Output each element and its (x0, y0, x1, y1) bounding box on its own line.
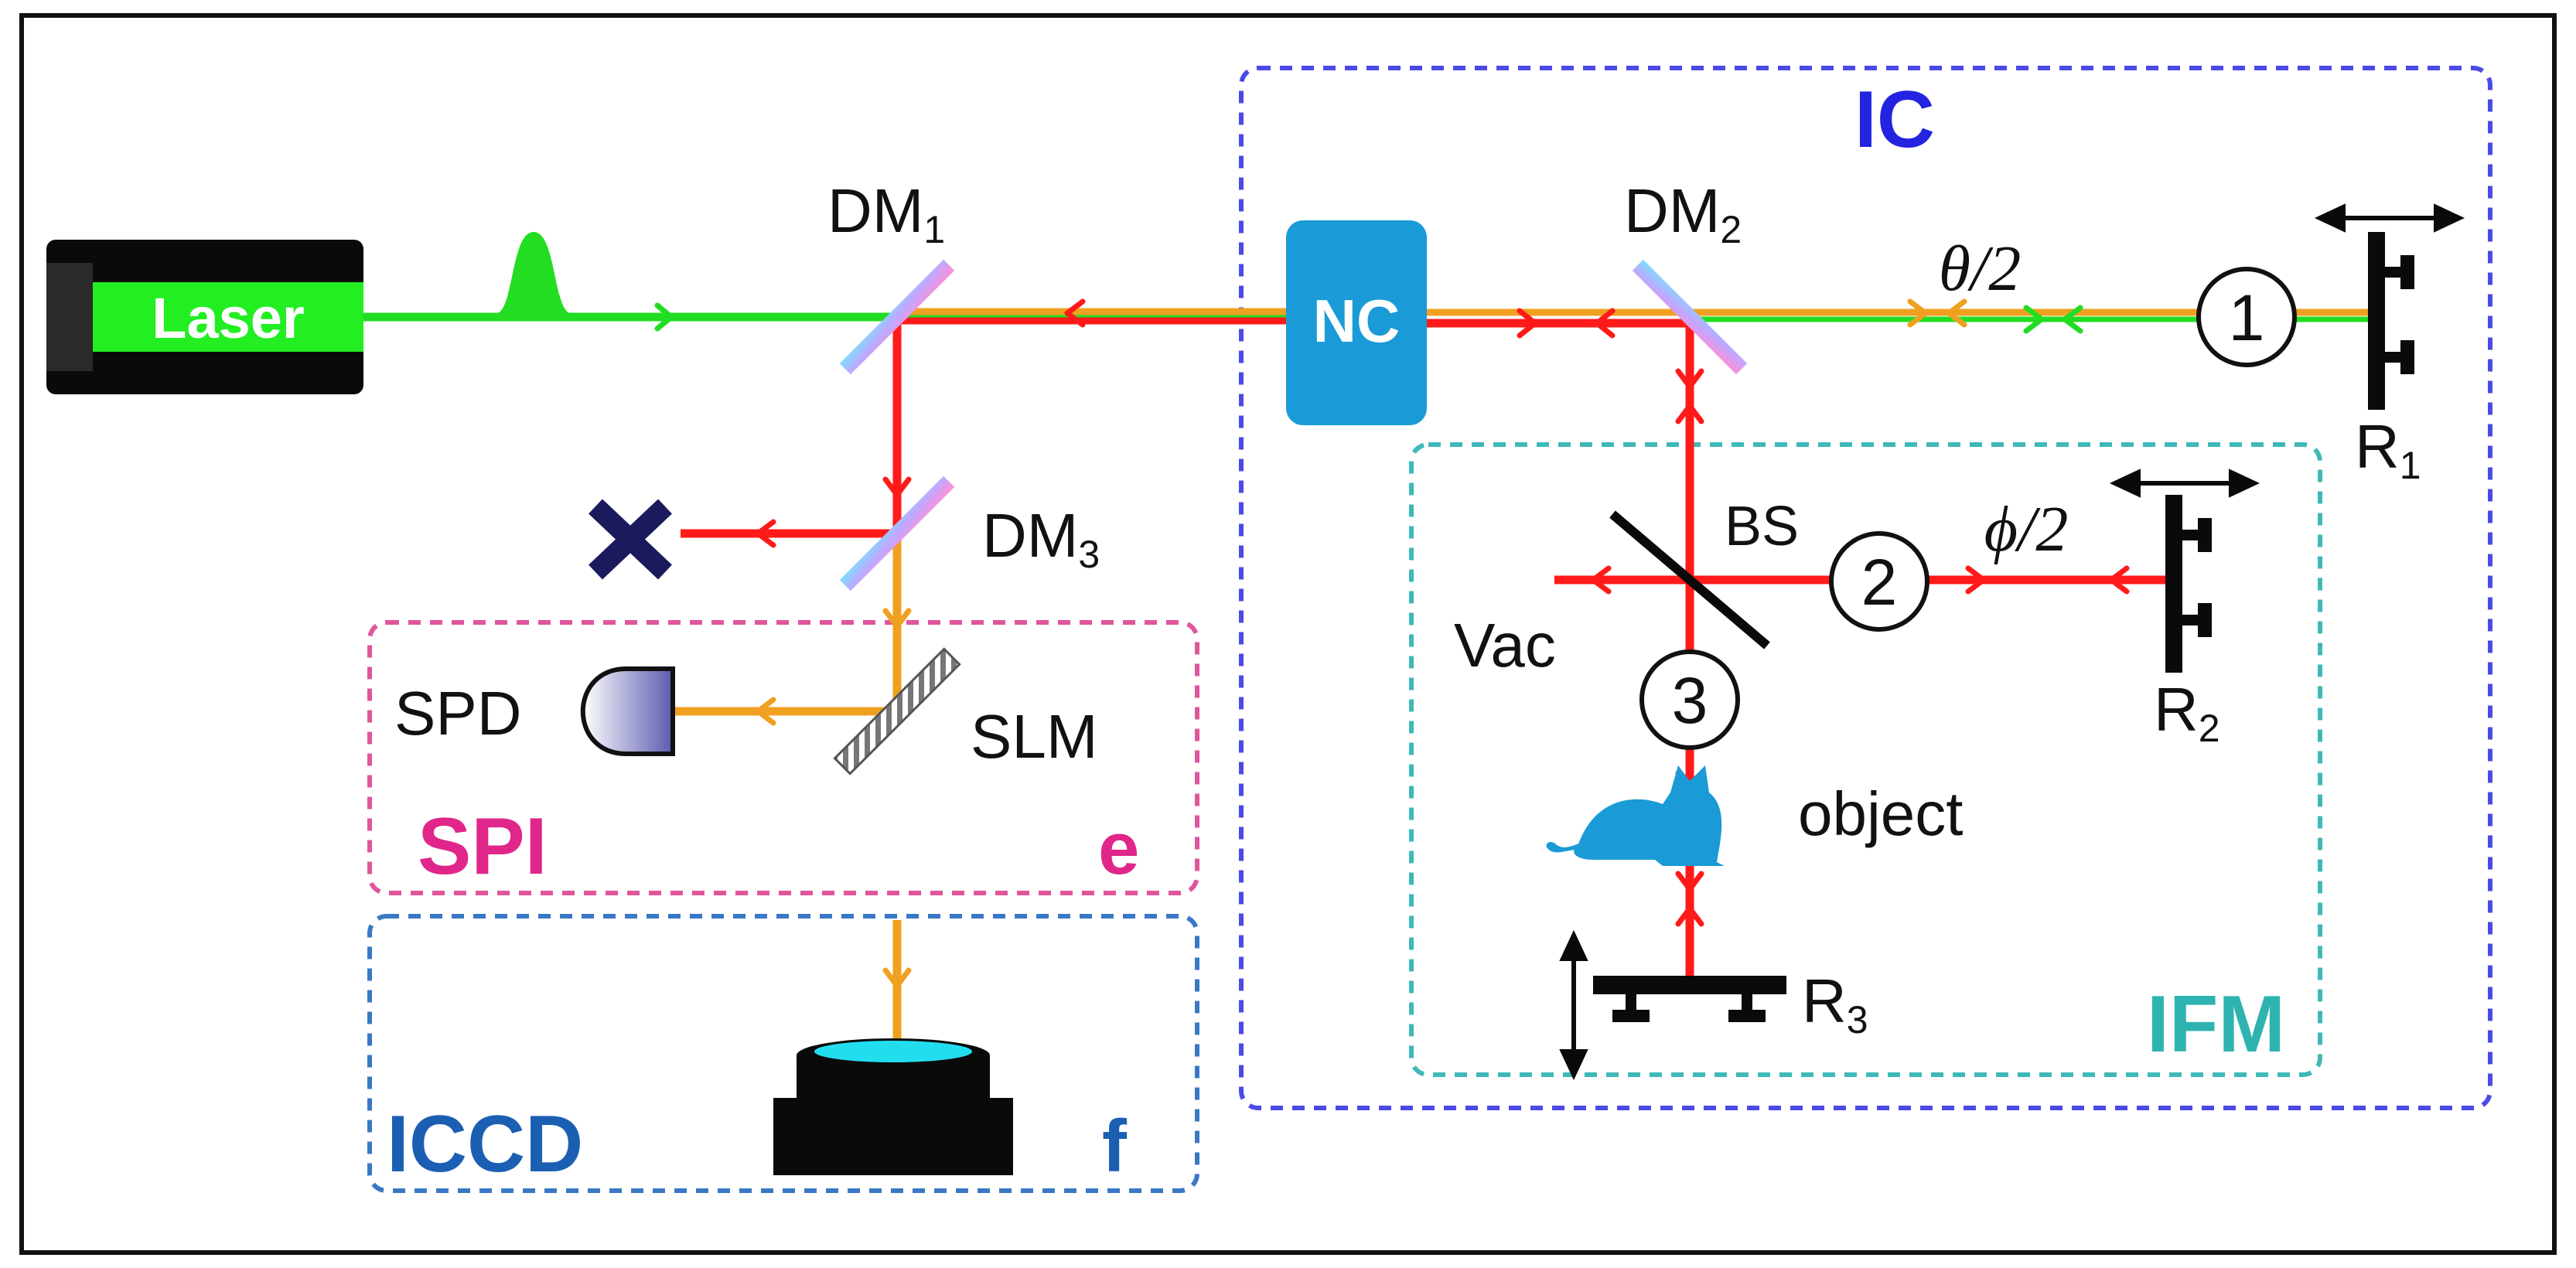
path-marker-2 (1829, 531, 1929, 632)
mirror-r1 (2368, 232, 2414, 410)
laser-label: Laser (152, 286, 304, 350)
phi-label: ϕ/2 (1984, 493, 2069, 565)
laser-icon (46, 240, 363, 394)
ic-box (1239, 66, 2492, 1110)
iccd-box (367, 914, 1199, 1193)
beam-splitter-icon (1609, 510, 1770, 649)
ifm-title: IFM (2147, 980, 2285, 1069)
marker-1-label: 1 (2229, 281, 2265, 354)
camera-icon (773, 1038, 1013, 1175)
iccd-letter: f (1102, 1105, 1128, 1188)
r1-label: R1 (2355, 412, 2421, 487)
ifm-box (1409, 442, 2322, 1077)
mirror-r3 (1593, 976, 1786, 1022)
dm1-label: DM1 (827, 176, 945, 251)
marker-3-label: 3 (1672, 664, 1708, 737)
figure-frame (19, 13, 2557, 1255)
path-marker-1 (2196, 267, 2297, 367)
spi-box (367, 620, 1199, 895)
object-label: object (1798, 779, 1963, 848)
iccd-title: ICCD (387, 1099, 583, 1189)
spd-label: SPD (394, 679, 522, 748)
mirror-r2 (2165, 495, 2212, 673)
pulse-icon (495, 232, 572, 314)
bs-label: BS (1725, 496, 1799, 557)
slm-label: SLM (971, 702, 1098, 771)
vac-label: Vac (1454, 611, 1556, 680)
theta-label: θ/2 (1939, 233, 2022, 305)
path-marker-3 (1639, 649, 1740, 750)
spi-title: SPI (418, 802, 548, 891)
beam-arrows (654, 298, 2130, 989)
r3-label: R3 (1802, 966, 1868, 1041)
translation-arrow-icon (2109, 469, 2260, 498)
beam-dump-icon (589, 499, 672, 580)
translation-arrow-icon (1559, 929, 1588, 1081)
translation-arrow-icon (2314, 203, 2465, 233)
nc-label: NC (1313, 287, 1401, 355)
spi-letter: e (1098, 807, 1139, 890)
dichroic-mirror-icon (1632, 259, 1748, 375)
dm3-label: DM3 (982, 501, 1100, 576)
marker-2-label: 2 (1861, 546, 1898, 619)
r2-label: R2 (2154, 675, 2220, 750)
dichroic-mirror-icon (839, 476, 955, 591)
ic-title: IC (1854, 75, 1935, 165)
cat-object-icon (1546, 765, 1725, 866)
slm-icon (833, 647, 961, 775)
detector-icon (580, 666, 675, 756)
dichroic-mirror-icon (839, 259, 955, 375)
dm2-label: DM2 (1624, 176, 1742, 251)
nonlinear-crystal-icon (1286, 220, 1427, 425)
